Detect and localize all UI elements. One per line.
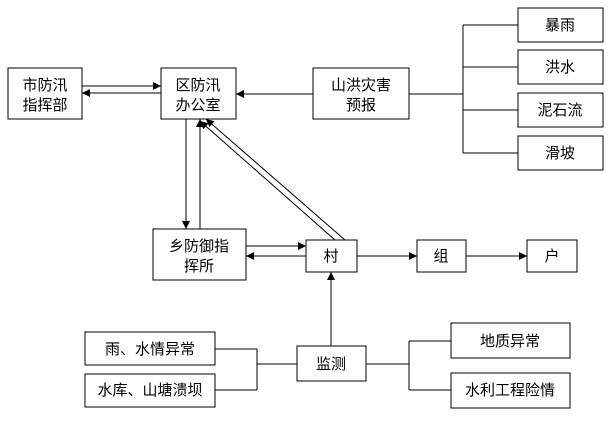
- group-label: 组: [433, 247, 448, 265]
- city-hq-label-line1: 市防汛: [22, 76, 67, 94]
- monitoring-node: 监测: [296, 345, 367, 382]
- rainstorm-label: 暴雨: [545, 16, 575, 34]
- flood-label: 洪水: [545, 58, 575, 76]
- township-post-label-line2: 挥所: [184, 257, 214, 275]
- flood-node: 洪水: [517, 49, 604, 85]
- water-project-hazard-node: 水利工程险情: [450, 372, 571, 409]
- township-post-node: 乡防御指 挥所: [152, 228, 247, 281]
- district-office-label-line2: 办公室: [175, 96, 220, 114]
- household-node: 户: [526, 239, 578, 273]
- rain-water-anomaly-node: 雨、水情异常: [84, 331, 216, 366]
- rain-water-anomaly-label: 雨、水情异常: [105, 340, 195, 358]
- geology-anomaly-node: 地质异常: [450, 322, 571, 359]
- boxes: 市防汛 指挥部 区防汛 办公室 山洪灾害 预报 暴雨 洪水 泥石流 滑坡: [7, 7, 604, 409]
- monitoring-label: 监测: [316, 355, 346, 373]
- rainstorm-node: 暴雨: [517, 7, 604, 43]
- village-to-district-arrow-1: [205, 118, 346, 241]
- flood-forecast-node: 山洪灾害 预报: [312, 67, 410, 120]
- village-to-district-arrow-2: [199, 120, 336, 241]
- township-post-label-line1: 乡防御指: [169, 237, 229, 255]
- city-hq-node: 市防汛 指挥部: [7, 67, 83, 120]
- mudslide-node: 泥石流: [517, 92, 604, 128]
- district-office-label-line1: 区防汛: [175, 76, 220, 94]
- household-label: 户: [544, 247, 559, 265]
- reservoir-dam-burst-label: 水库、山塘溃坝: [97, 381, 202, 399]
- geology-anomaly-label: 地质异常: [480, 332, 540, 350]
- connectors: [82, 24, 527, 391]
- water-project-hazard-label: 水利工程险情: [465, 381, 555, 399]
- landslide-label: 滑坡: [545, 144, 575, 162]
- group-node: 组: [416, 239, 467, 273]
- mudslide-label: 泥石流: [537, 101, 582, 119]
- flood-forecast-label-line2: 预报: [346, 96, 376, 114]
- district-office-node: 区防汛 办公室: [160, 67, 237, 120]
- city-hq-label-line2: 指挥部: [22, 96, 67, 114]
- village-node: 村: [305, 239, 358, 273]
- reservoir-dam-burst-node: 水库、山塘溃坝: [84, 373, 216, 408]
- flood-forecast-label-line1: 山洪灾害: [331, 76, 391, 94]
- landslide-node: 滑坡: [517, 135, 604, 171]
- village-label: 村: [323, 247, 338, 265]
